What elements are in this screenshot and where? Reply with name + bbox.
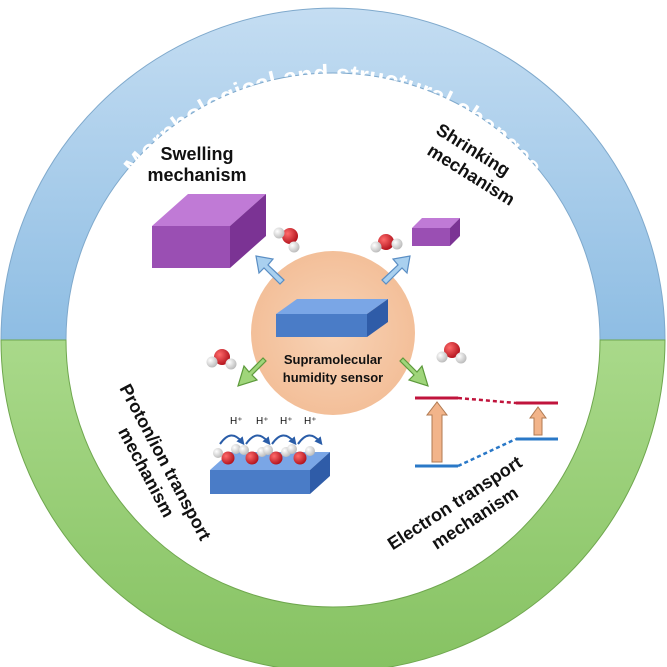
- proton-hop-arrow: [297, 434, 323, 446]
- surface-molecules: [213, 444, 315, 465]
- water-molecule-icon: [273, 227, 300, 253]
- arrow-to-swelling: [255, 255, 285, 285]
- swelling-label-line1: Swelling: [160, 144, 233, 164]
- water-molecule-icon: [206, 349, 237, 370]
- ring-top-segment: [0, 7, 666, 341]
- proton-label: H⁺: [256, 416, 269, 427]
- swelling-block: [152, 194, 266, 268]
- sensor-block: [276, 299, 388, 337]
- proton-transport-illustration: H⁺ H⁺ H⁺ H⁺: [210, 416, 330, 494]
- arrow-to-electron: [399, 357, 429, 387]
- proton-hop-arrow: [271, 434, 297, 446]
- proton-hop-arrow: [245, 434, 271, 446]
- ring-bottom-segment: [0, 339, 666, 667]
- swelling-label-line2: mechanism: [147, 165, 246, 185]
- proton-hop-arrow: [219, 434, 245, 446]
- center-label-line2: humidity sensor: [283, 370, 383, 385]
- water-molecule-icon: [436, 342, 467, 364]
- bandgap-arrow-large: [425, 401, 449, 463]
- proton-label: H⁺: [230, 416, 243, 427]
- arrow-to-shrinking: [381, 255, 411, 285]
- proton-label: H⁺: [280, 416, 293, 427]
- proton-label: H⁺: [304, 416, 317, 427]
- bandgap-arrow-small: [529, 406, 547, 436]
- arrow-to-proton: [237, 357, 267, 387]
- water-molecule-icon: [370, 234, 403, 253]
- center-label-line1: Supramolecular: [284, 352, 382, 367]
- electron-energy-diagram: [415, 396, 558, 468]
- shrinking-block: [412, 218, 460, 246]
